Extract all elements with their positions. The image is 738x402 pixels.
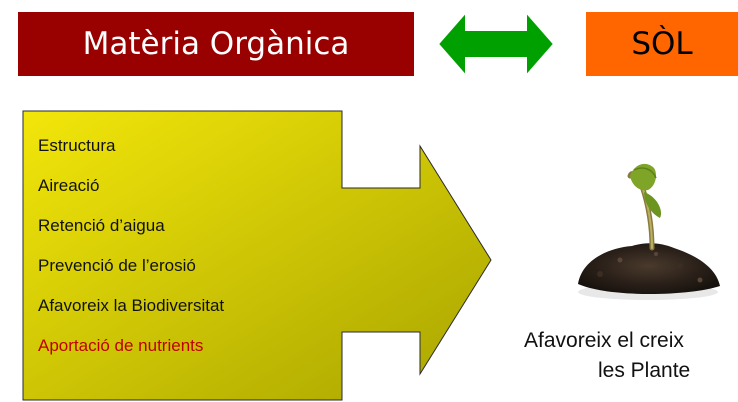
sol-title: SÒL [586, 12, 738, 76]
benefit-item-prevencio-erosio: Prevenció de l’erosió [38, 256, 196, 275]
caption-text: Afavoreix el creix les Plante [524, 326, 738, 386]
benefit-item-biodiversitat: Afavoreix la Biodiversitat [38, 296, 225, 315]
sol-label: SÒL [631, 26, 693, 62]
caption-line-1: Afavoreix el creix [524, 329, 684, 352]
benefit-item-nutrients: Aportació de nutrients [38, 336, 204, 355]
materia-organica-label: Matèria Orgànica [82, 26, 350, 62]
double-headed-arrow-icon [436, 10, 556, 78]
seedling-in-soil-icon [578, 163, 720, 300]
benefit-item-retencio-aigua: Retenció d’aigua [38, 216, 165, 235]
caption-line-2: les Plante [598, 359, 691, 382]
benefit-item-aireacio: Aireació [38, 176, 100, 195]
benefits-list: Estructura Aireació Retenció d’aigua Pre… [38, 128, 224, 368]
benefit-item-estructura: Estructura [38, 136, 116, 155]
materia-organica-title: Matèria Orgànica [18, 12, 414, 76]
